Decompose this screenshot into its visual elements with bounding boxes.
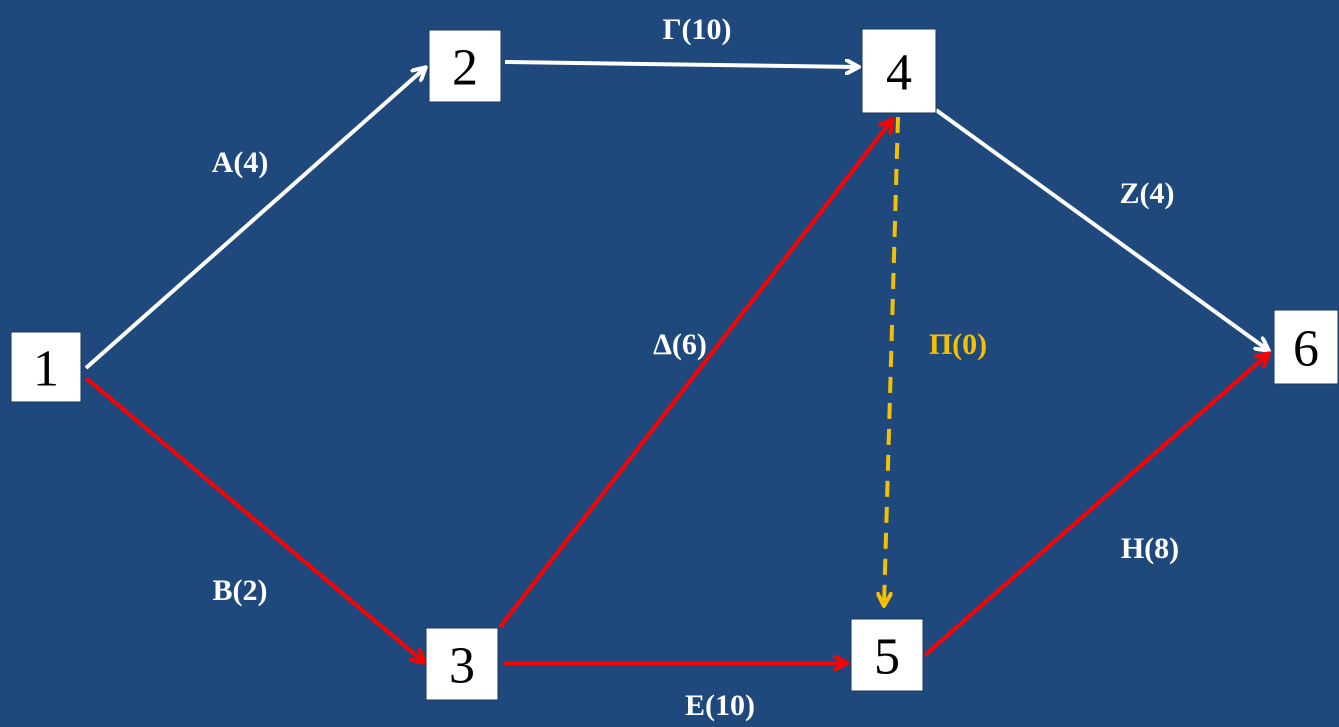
node-6-box (1273, 309, 1339, 385)
node-3-box (425, 627, 499, 701)
node-6-label: 6 (1293, 321, 1319, 378)
node-4-label: 4 (886, 45, 912, 102)
node-2-box (428, 29, 502, 103)
edge-G (504, 62, 858, 67)
node-5: 5 (850, 618, 924, 692)
node-1-box (10, 331, 82, 403)
edge-A (84, 68, 425, 370)
edge-label-Z: Z(4) (1120, 177, 1175, 210)
edge-label-B: B(2) (213, 574, 268, 607)
edge-label-A: A(4) (212, 146, 269, 179)
edge-H (923, 354, 1268, 657)
node-3: 3 (425, 627, 499, 701)
node-5-label: 5 (874, 629, 900, 686)
edge-D (498, 120, 892, 629)
node-2: 2 (428, 29, 502, 103)
edge-label-E: E(10) (685, 689, 755, 722)
edge-B (84, 376, 424, 662)
edge-label-P: Π(0) (929, 328, 987, 361)
edge-label-D: Δ(6) (653, 328, 707, 361)
edge-label-G: Γ(10) (662, 13, 731, 46)
node-1-label: 1 (33, 341, 59, 398)
node-5-box (850, 618, 924, 692)
node-6: 6 (1273, 309, 1339, 385)
edge-label-H: H(8) (1121, 532, 1179, 565)
edge-labels-layer: A(4) B(2) Γ(10) Δ(6) E(10) Π(0) Z(4) H(8… (212, 13, 1179, 722)
edge-Z (934, 108, 1268, 350)
edge-P (884, 116, 900, 605)
node-1: 1 (10, 331, 82, 403)
node-3-label: 3 (449, 638, 475, 695)
node-4-box (861, 28, 937, 114)
edges-layer (84, 62, 1268, 663)
nodes-layer: 1 2 3 4 5 6 (10, 28, 1339, 701)
node-4: 4 (861, 28, 937, 114)
node-2-label: 2 (452, 40, 478, 97)
